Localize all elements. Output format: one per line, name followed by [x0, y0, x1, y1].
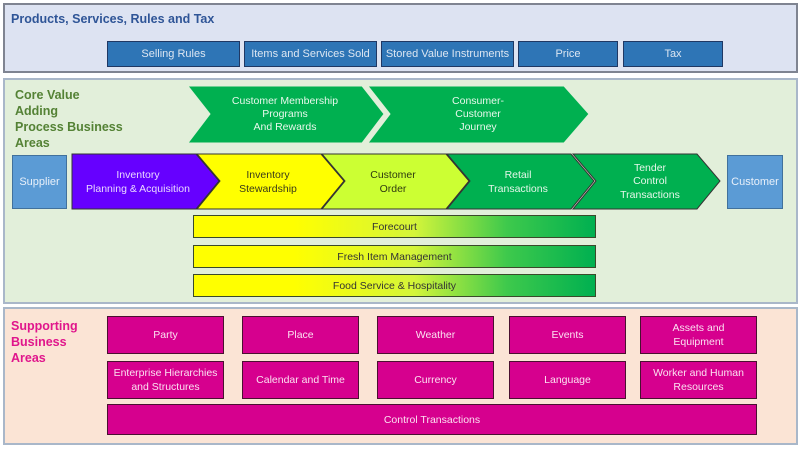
calendar-time-box[interactable]: Calendar and Time: [242, 361, 359, 399]
language-box[interactable]: Language: [509, 361, 626, 399]
chevron-text-line: And Rewards: [253, 121, 316, 133]
chevron-text-line: Customer: [370, 169, 416, 181]
chevron-text-line: Tender: [634, 162, 667, 174]
chevron-text-line: Customer Membership: [232, 95, 338, 107]
party-box[interactable]: Party: [107, 316, 224, 354]
price-box[interactable]: Price: [518, 41, 618, 67]
items-services-sold-box[interactable]: Items and Services Sold: [244, 41, 377, 67]
chevron-text-line: Inventory: [246, 169, 290, 181]
supplier-box[interactable]: Supplier: [12, 155, 67, 209]
chevron-text-line: Customer: [455, 108, 501, 120]
chevron-text-line: Planning & Acquisition: [86, 183, 190, 195]
support-panel-title: Supporting Business Areas: [11, 319, 78, 365]
forecourt-bar[interactable]: Forecourt: [193, 215, 596, 238]
chevron-inventory-stewardship[interactable]: Inventory Stewardship: [195, 153, 345, 210]
chevron-customer-order[interactable]: Customer Order: [320, 153, 470, 210]
chevron-text-line: Stewardship: [239, 183, 297, 195]
chevron-retail-transactions[interactable]: Retail Transactions: [445, 153, 595, 210]
chevron-customer-membership[interactable]: Customer Membership Programs And Rewards: [186, 85, 385, 144]
core-panel-title: Core Value Adding Process Business Areas: [15, 88, 123, 150]
selling-rules-box[interactable]: Selling Rules: [107, 41, 240, 67]
enterprise-hierarchies-box[interactable]: Enterprise Hierarchies and Structures: [107, 361, 224, 399]
products-services-rules-tax-panel: Products, Services, Rules and Tax Sellin…: [3, 3, 798, 73]
chevron-text-line: Transactions: [620, 189, 680, 201]
chevron-text-line: Order: [380, 183, 407, 195]
fresh-item-management-bar[interactable]: Fresh Item Management: [193, 245, 596, 268]
chevron-text-line: Inventory: [116, 169, 160, 181]
chevron-text-line: Retail: [505, 169, 532, 181]
tax-box[interactable]: Tax: [623, 41, 723, 67]
chevron-tender-control-transactions[interactable]: Tender Control Transactions: [571, 153, 721, 210]
products-panel-title: Products, Services, Rules and Tax: [11, 12, 215, 26]
chevron-text-line: Programs: [262, 108, 308, 120]
control-transactions-box[interactable]: Control Transactions: [107, 404, 757, 435]
weather-box[interactable]: Weather: [377, 316, 494, 354]
currency-box[interactable]: Currency: [377, 361, 494, 399]
stored-value-instruments-box[interactable]: Stored Value Instruments: [381, 41, 514, 67]
chevron-text-line: Journey: [459, 121, 497, 133]
food-service-hospitality-bar[interactable]: Food Service & Hospitality: [193, 274, 596, 297]
chevron-text-line: Control: [633, 175, 667, 187]
chevron-consumer-customer-journey[interactable]: Consumer- Customer Journey: [366, 85, 590, 144]
customer-box[interactable]: Customer: [727, 155, 783, 209]
place-box[interactable]: Place: [242, 316, 359, 354]
chevron-text-line: Transactions: [488, 183, 548, 195]
assets-equipment-box[interactable]: Assets and Equipment: [640, 316, 757, 354]
chevron-text-line: Consumer-: [452, 95, 504, 107]
worker-human-resources-box[interactable]: Worker and Human Resources: [640, 361, 757, 399]
chevron-inventory-planning-acquisition[interactable]: Inventory Planning & Acquisition: [71, 153, 220, 210]
events-box[interactable]: Events: [509, 316, 626, 354]
